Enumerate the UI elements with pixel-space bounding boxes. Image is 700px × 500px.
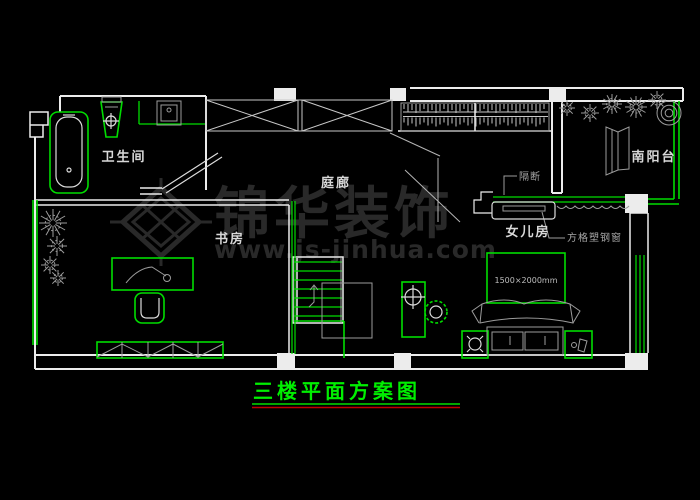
study-window: [32, 200, 38, 345]
stair-partition: [291, 201, 296, 354]
study-cabinet: [96, 341, 224, 359]
room-label-bathroom: 卫生间: [101, 149, 146, 165]
study-desk: [111, 257, 194, 291]
plants: [39, 91, 682, 286]
room-label-corridor: 庭廊: [321, 175, 351, 191]
bedroom-window: [635, 255, 645, 353]
bathtub-outline: [49, 111, 89, 194]
green-fixtures: [32, 101, 680, 359]
wall-columns: [274, 87, 648, 370]
nightstand-left: [461, 330, 489, 359]
room-label-daughter-room: 女儿房: [505, 224, 550, 240]
drawing-title: 三楼平面方案图: [253, 379, 421, 403]
labels: 卫生间 庭廊 书房 女儿房 南阳台 隔断 方格塑钢窗 1500×2000mm: [101, 149, 676, 285]
white-fixture-detail: [55, 113, 556, 353]
partition-wall: [493, 196, 625, 203]
annotation-grid-window: 方格塑钢窗: [567, 231, 622, 244]
room-label-south-balcony: 南阳台: [631, 149, 676, 165]
vanity-counter: [138, 101, 205, 125]
watermark-url: www.js-jinhua.com: [214, 235, 497, 264]
room-label-study: 书房: [215, 231, 245, 247]
bathroom-door: [161, 152, 223, 194]
grid-window-wave: [556, 205, 630, 209]
potted-plant: [424, 300, 448, 324]
bed-size-dimension: 1500×2000mm: [494, 276, 557, 285]
stair-treads: [294, 261, 342, 317]
furniture-detail: [96, 96, 630, 358]
annotation-partition: 隔断: [519, 170, 541, 183]
drawing-title-block: 三楼平面方案图: [252, 379, 460, 409]
stair-base: [294, 320, 345, 358]
balcony-railing: [648, 101, 680, 205]
nightstand-right: [564, 330, 593, 359]
study-chair: [134, 292, 165, 324]
bedroom-door: [389, 132, 461, 223]
wardrobe: [400, 102, 550, 132]
watermark-brand: 锦华装饰: [214, 182, 454, 247]
wardrobe-hangers: [403, 104, 545, 127]
corridor-window-band: [205, 99, 393, 132]
watermark-logo-icon: [110, 178, 212, 266]
watermark: 锦华装饰 www.js-jinhua.com: [110, 178, 497, 266]
